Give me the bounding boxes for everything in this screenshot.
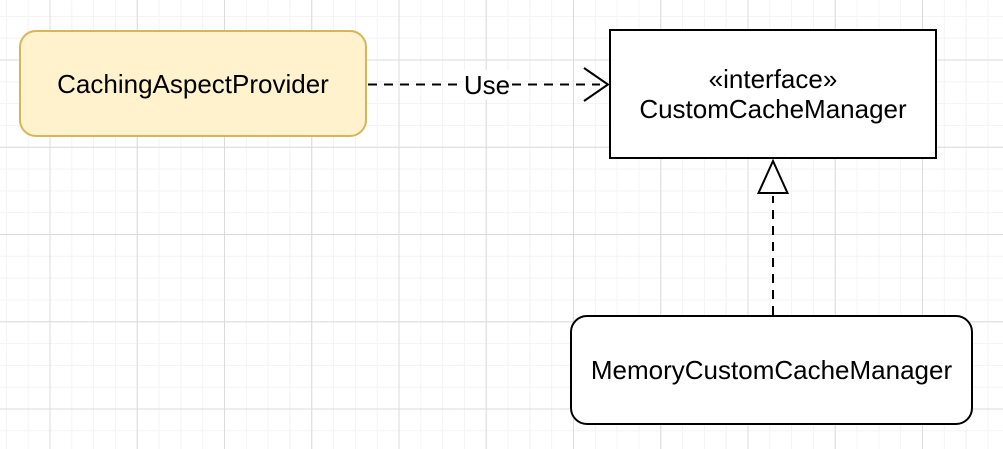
interface-name-label: CustomCacheManager [639, 94, 907, 124]
class-name-label: MemoryCustomCacheManager [590, 355, 953, 385]
edge-label-use[interactable]: Use [462, 70, 512, 100]
class-name-label: CachingAspectProvider [57, 68, 329, 99]
class-node-caching-aspect-provider[interactable]: CachingAspectProvider [19, 30, 367, 137]
class-node-memory-custom-cache-manager[interactable]: MemoryCustomCacheManager [570, 315, 973, 425]
edge-realization[interactable] [756, 158, 790, 315]
stereotype-label: «interface» [708, 64, 838, 94]
open-arrowhead-icon [583, 67, 610, 102]
hollow-triangle-arrowhead-icon [756, 158, 790, 194]
interface-node-custom-cache-manager[interactable]: «interface» CustomCacheManager [609, 29, 937, 159]
